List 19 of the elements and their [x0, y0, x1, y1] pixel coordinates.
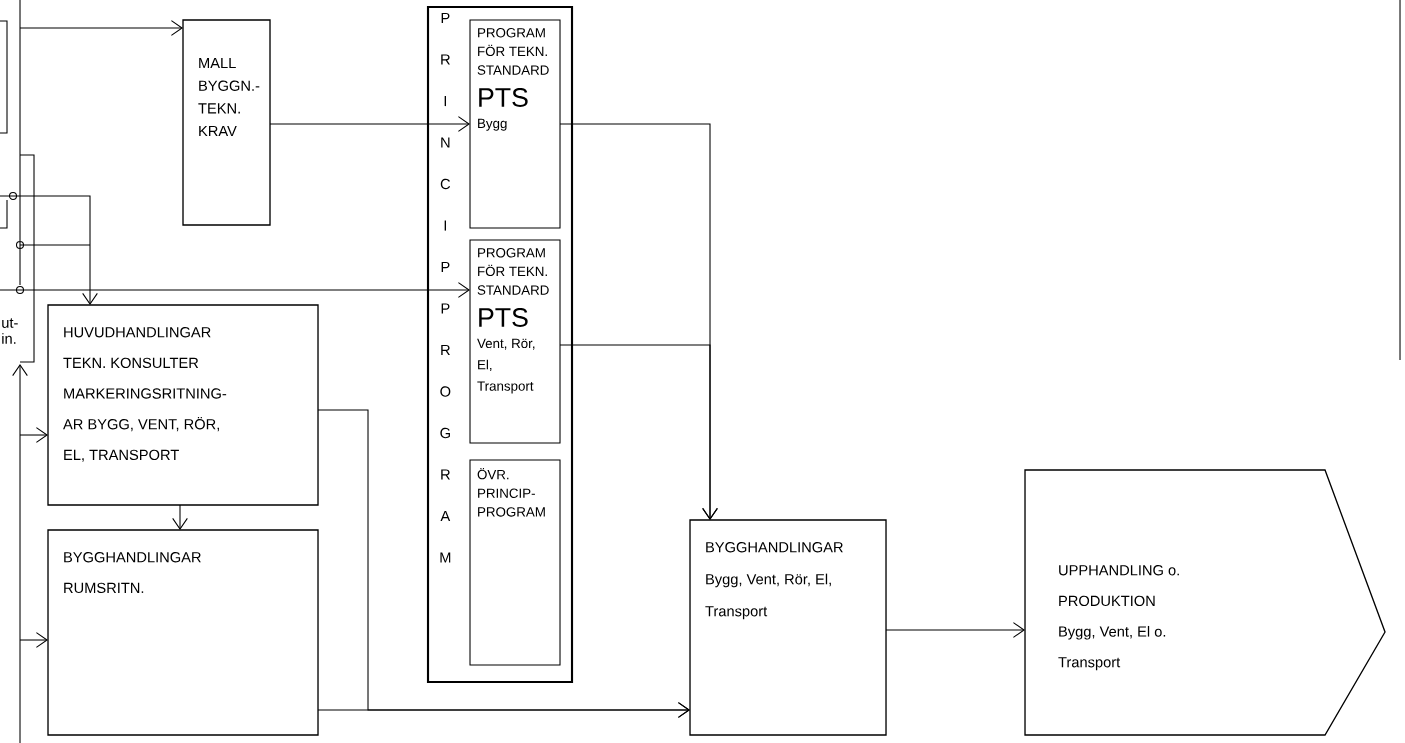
- process-box: HUVUDHANDLINGAR TEKN. KONSULTER MARKERINGSRITNING-AR BYGG, VENT, RÖR, EL, TRANSPORT: [47, 304, 319, 506]
- arrow: [317, 702, 690, 718]
- arrow-shaped-box: UPPHANDLING o. PRODUKTION Bygg, Vent, El o. Transport: [1024, 469, 1386, 736]
- arrow: [19, 20, 183, 36]
- process-box: MALL BYGGN.- TEKN. KRAV: [182, 19, 271, 226]
- arrow: [0, 282, 470, 298]
- arrow: [269, 116, 470, 132]
- process-box: PROGRAM FÖR TEKN. STANDARD PTS Bygg: [469, 19, 561, 229]
- process-box: BYGGHANDLINGAR Bygg, Vent, Rör, El, Transport: [689, 519, 887, 736]
- arrow: [172, 504, 188, 530]
- process-box: PROGRAM FÖR TEKN. STANDARD PTS Vent, Rör, El, Transport: [469, 239, 561, 444]
- arrow: [885, 622, 1025, 638]
- process-box: BYGGHANDLINGAR RUMSRITN.: [47, 529, 319, 736]
- arrow: [559, 344, 718, 520]
- process-box: ÖVR. PRINCIP- PROGRAM: [469, 459, 561, 666]
- arrow: [0, 195, 98, 305]
- margin-label: ut- in.: [2, 318, 18, 344]
- arrow: [19, 632, 48, 648]
- arrow: [19, 427, 48, 443]
